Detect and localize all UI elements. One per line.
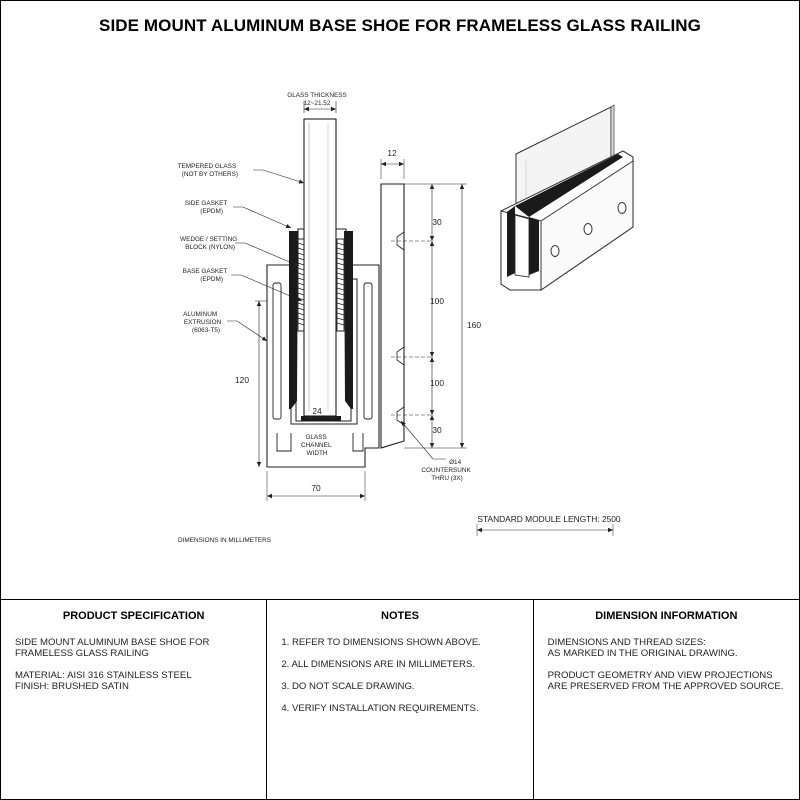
note-line: 3. DO NOT SCALE DRAWING. xyxy=(281,681,415,692)
iso-channel xyxy=(514,214,530,278)
isometric-view xyxy=(500,104,634,291)
side-plate-profile xyxy=(380,183,405,449)
wedge-rib xyxy=(336,247,345,251)
wedge-rib xyxy=(336,262,345,266)
extrusion-core-right xyxy=(363,282,373,420)
wedge-rib xyxy=(336,257,345,261)
wedge-block-right xyxy=(336,238,345,332)
wedge-rib xyxy=(336,287,345,291)
spacing-1-dim-value: 100 xyxy=(430,296,444,306)
notes-title: NOTES xyxy=(381,610,419,622)
wedge-rib xyxy=(336,322,345,326)
wedge-rib xyxy=(297,287,305,291)
wedge-rib xyxy=(297,292,305,296)
iso-gasket-top xyxy=(515,154,623,217)
spec-line: MATERIAL: AISI 316 STAINLESS STEEL FINIS… xyxy=(15,670,192,692)
countersunk-hole xyxy=(396,346,405,366)
label-channel-width: GLASS CHANNEL WIDTH xyxy=(301,434,333,457)
wedge-rib xyxy=(297,257,305,261)
side-gasket-right xyxy=(344,231,353,409)
height-dim-value: 120 xyxy=(235,375,249,385)
wedge-rib xyxy=(336,302,345,306)
wedge-rib xyxy=(336,272,345,276)
product-specification-panel: PRODUCT SPECIFICATION SIDE MOUNT ALUMINU… xyxy=(1,600,268,800)
spacing-2-dim-value: 100 xyxy=(430,378,444,388)
wedge-rib xyxy=(297,267,305,271)
wedge-rib xyxy=(297,262,305,266)
module-length-label: STANDARD MODULE LENGTH: 2500 xyxy=(477,514,621,524)
wedge-rib xyxy=(336,277,345,281)
note-line: 2. ALL DIMENSIONS ARE IN MILLIMETERS. xyxy=(281,659,476,670)
leader-wedge xyxy=(235,242,300,267)
units-note: DIMENSIONS IN MILLIMETERS xyxy=(178,537,271,544)
label-extrusion: ALUMINUM EXTRUSION (6063-T5) xyxy=(183,311,223,334)
leader-base-gasket xyxy=(231,274,303,302)
wedge-rib xyxy=(297,282,305,286)
wedge-rib xyxy=(336,267,345,271)
dimension-info-line: PRODUCT GEOMETRY AND VIEW PROJECTIONS AR… xyxy=(547,670,784,692)
plate-dim-value: 12 xyxy=(387,148,397,158)
total-height-dim-value: 160 xyxy=(467,320,481,330)
label-base-gasket: BASE GASKET (EPDM) xyxy=(183,268,229,283)
glass-thickness-value: 12~21.52 xyxy=(304,100,331,107)
technical-drawing: GLASS THICKNESS 12~21.52 TEMPERED GLASS … xyxy=(178,92,634,544)
dimension-information-panel: DIMENSION INFORMATION DIMENSIONS AND THR… xyxy=(534,600,799,800)
tempered-glass xyxy=(303,118,337,417)
wedge-rib xyxy=(297,277,305,281)
wedge-rib xyxy=(297,317,305,321)
spec-line: SIDE MOUNT ALUMINUM BASE SHOE FOR FRAMEL… xyxy=(15,637,210,659)
wedge-rib xyxy=(297,242,305,246)
note-line: 4. VERIFY INSTALLATION REQUIREMENTS. xyxy=(281,703,479,714)
leader-countersunk xyxy=(400,420,446,460)
product-specification-title: PRODUCT SPECIFICATION xyxy=(62,610,205,622)
foot-right xyxy=(352,433,364,452)
wedge-rib xyxy=(336,307,345,311)
wedge-rib xyxy=(297,302,305,306)
wedge-rib xyxy=(336,252,345,256)
base-gasket xyxy=(301,416,341,421)
wedge-rib xyxy=(297,247,305,251)
wedge-rib xyxy=(297,312,305,316)
drawing-title: SIDE MOUNT ALUMINUM BASE SHOE FOR FRAMEL… xyxy=(99,16,701,35)
notes-panel: NOTES 1. REFER TO DIMENSIONS SHOWN ABOVE… xyxy=(267,600,534,800)
bottom-offset-dim-value: 30 xyxy=(432,425,442,435)
wedge-rib xyxy=(297,307,305,311)
wedge-rib xyxy=(336,282,345,286)
top-offset-dim-value: 30 xyxy=(432,217,442,227)
iso-countersunk-hole xyxy=(550,245,560,257)
countersunk-hole xyxy=(396,406,405,426)
note-line: 1. REFER TO DIMENSIONS SHOWN ABOVE. xyxy=(281,637,481,648)
wedge-rib xyxy=(336,297,345,301)
extrusion-core-left xyxy=(272,282,282,420)
wedge-rib xyxy=(297,322,305,326)
leader-side-gasket xyxy=(233,206,292,229)
channel-dim-value: 24 xyxy=(312,406,322,416)
iso-gasket-left xyxy=(507,206,515,277)
wedge-rib xyxy=(336,317,345,321)
width-dim-value: 70 xyxy=(311,483,321,493)
label-tempered-glass: TEMPERED GLASS (NOT BY OTHERS) xyxy=(178,163,238,178)
leader-extrusion xyxy=(227,320,268,342)
label-wedge: WEDGE / SETTING BLOCK (NYLON) xyxy=(180,236,239,251)
section-view: GLASS THICKNESS 12~21.52 TEMPERED GLASS … xyxy=(178,92,380,501)
iso-countersunk-hole xyxy=(583,223,593,235)
side-gasket-left xyxy=(289,231,298,409)
dimension-information-title: DIMENSION INFORMATION xyxy=(595,610,738,622)
iso-gasket-right xyxy=(529,217,539,275)
label-countersunk: Ø14 COUNTERSUNK THRU (3X) xyxy=(421,459,472,482)
wedge-rib xyxy=(336,312,345,316)
wedge-rib xyxy=(336,242,345,246)
wedge-rib xyxy=(336,292,345,296)
side-view: 12 30 100 100 30 160 Ø14 COUNTERSUNK THR… xyxy=(380,148,481,482)
info-panels: PRODUCT SPECIFICATION SIDE MOUNT ALUMINU… xyxy=(1,599,799,800)
dimension-info-line: DIMENSIONS AND THREAD SIZES: AS MARKED I… xyxy=(547,637,738,659)
wedge-rib xyxy=(297,252,305,256)
foot-left xyxy=(276,433,292,452)
leader-tempered-glass xyxy=(253,169,305,184)
label-side-gasket: SIDE GASKET (EPDM) xyxy=(185,200,229,215)
wedge-rib xyxy=(297,272,305,276)
iso-countersunk-hole xyxy=(617,202,627,214)
glass-thickness-label: GLASS THICKNESS xyxy=(287,92,347,99)
